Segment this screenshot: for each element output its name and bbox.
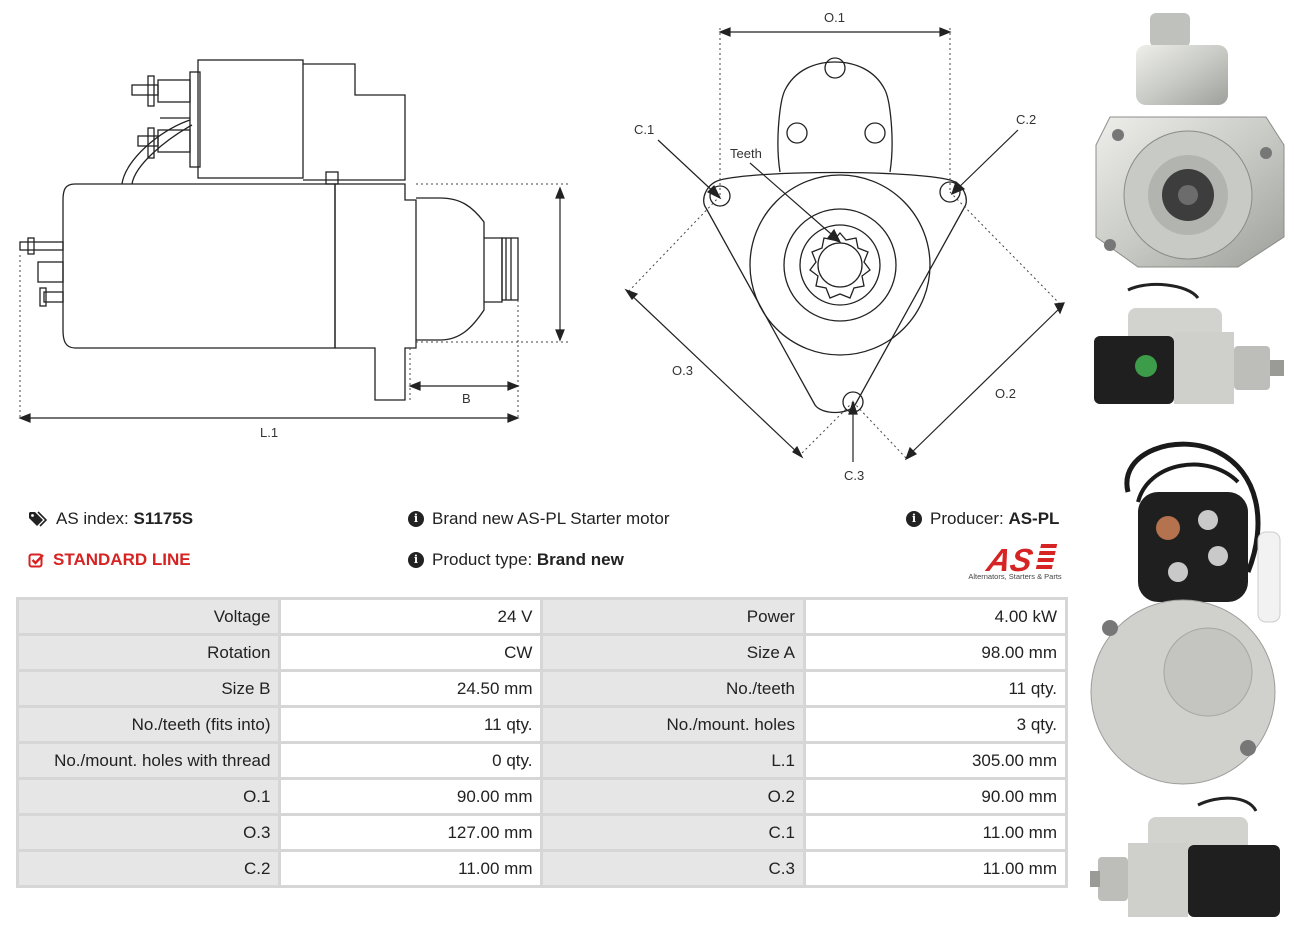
table-row: Voltage 24 V Power 4.00 kW (19, 600, 1065, 633)
spec-value: 11.00 mm (281, 852, 541, 885)
as-index: AS index: S1175S (28, 509, 193, 529)
spec-label: O.2 (543, 780, 803, 813)
table-row: Size B 24.50 mm No./teeth 11 qty. (19, 672, 1065, 705)
spec-label: No./mount. holes with thread (19, 744, 279, 777)
spec-value: 11.00 mm (805, 852, 1065, 885)
table-row: O.1 90.00 mm O.2 90.00 mm (19, 780, 1065, 813)
standard-line-text: STANDARD LINE (53, 550, 191, 569)
standard-line-badge: STANDARD LINE (28, 550, 191, 570)
product-photo-front (1095, 13, 1285, 268)
spec-label: No./teeth (543, 672, 803, 705)
as-pl-logo: AS (983, 542, 1058, 578)
table-row: O.3 127.00 mm C.1 11.00 mm (19, 816, 1065, 849)
dim-label-l1: L.1 (260, 425, 278, 440)
spec-value: 90.00 mm (281, 780, 541, 813)
info-icon: i (906, 511, 922, 527)
product-photo-rear (1090, 441, 1281, 785)
spec-label: L.1 (543, 744, 803, 777)
spec-value: 3 qty. (805, 708, 1065, 741)
spec-label: Power (543, 600, 803, 633)
dim-label-o1: O.1 (824, 10, 845, 25)
info-icon: i (408, 552, 424, 568)
spec-value: 305.00 mm (805, 744, 1065, 777)
side-view-drawing: A B L.1 (18, 59, 570, 440)
producer-label: Producer: (930, 509, 1004, 528)
logo-text: AS (983, 542, 1036, 578)
spec-label: No./teeth (fits into) (19, 708, 279, 741)
spec-label: Voltage (19, 600, 279, 633)
product-type-value: Brand new (536, 550, 624, 569)
as-index-label: AS index: (56, 509, 129, 528)
dim-label-teeth: Teeth (730, 146, 762, 161)
dim-label-b: B (462, 391, 471, 406)
front-view-drawing: O.1 O.2 O.3 C.1 C.2 C.3 Teeth (624, 10, 1065, 483)
spec-value: 90.00 mm (805, 780, 1065, 813)
spec-value: 11 qty. (805, 672, 1065, 705)
spec-label: Size B (19, 672, 279, 705)
spec-value: 24.50 mm (281, 672, 541, 705)
spec-value: 98.00 mm (805, 636, 1065, 669)
product-description: i Brand new AS-PL Starter motor (408, 509, 669, 529)
spec-value: 127.00 mm (281, 816, 541, 849)
spec-value: 11.00 mm (805, 816, 1065, 849)
spec-label: O.1 (19, 780, 279, 813)
spec-value: 4.00 kW (805, 600, 1065, 633)
spec-table-body: Voltage 24 V Power 4.00 kW Rotation CW S… (19, 600, 1065, 885)
spec-label: C.1 (543, 816, 803, 849)
dim-label-c3: C.3 (844, 468, 864, 483)
dim-label-c1: C.1 (634, 122, 654, 137)
table-row: No./mount. holes with thread 0 qty. L.1 … (19, 744, 1065, 777)
producer-value: AS-PL (1008, 509, 1060, 528)
spec-label: No./mount. holes (543, 708, 803, 741)
spec-label: C.2 (19, 852, 279, 885)
table-row: No./teeth (fits into) 11 qty. No./mount.… (19, 708, 1065, 741)
product-type-label: Product type: (432, 550, 533, 569)
spec-label: Rotation (19, 636, 279, 669)
info-icon: i (408, 511, 424, 527)
dim-label-c2: C.2 (1016, 112, 1036, 127)
table-row: C.2 11.00 mm C.3 11.00 mm (19, 852, 1065, 885)
spec-label: O.3 (19, 816, 279, 849)
product-photo-side-2 (1090, 796, 1280, 917)
spec-value: 11 qty. (281, 708, 541, 741)
tags-icon (29, 511, 48, 527)
product-photo-side-1 (1094, 283, 1284, 404)
checkbox-checked-icon (28, 553, 44, 567)
producer: i Producer: AS-PL (906, 509, 1059, 529)
spec-label: Size A (543, 636, 803, 669)
spec-table: Voltage 24 V Power 4.00 kW Rotation CW S… (16, 597, 1068, 888)
spec-value: 24 V (281, 600, 541, 633)
description-text: Brand new AS-PL Starter motor (432, 509, 670, 528)
as-index-value: S1175S (133, 509, 194, 528)
dim-label-o2: O.2 (995, 386, 1016, 401)
table-row: Rotation CW Size A 98.00 mm (19, 636, 1065, 669)
logo-tagline: Alternators, Starters & Parts (968, 572, 1062, 581)
dim-label-o3: O.3 (672, 363, 693, 378)
spec-value: 0 qty. (281, 744, 541, 777)
spec-value: CW (281, 636, 541, 669)
spec-label: C.3 (543, 852, 803, 885)
product-type: i Product type: Brand new (408, 550, 624, 570)
